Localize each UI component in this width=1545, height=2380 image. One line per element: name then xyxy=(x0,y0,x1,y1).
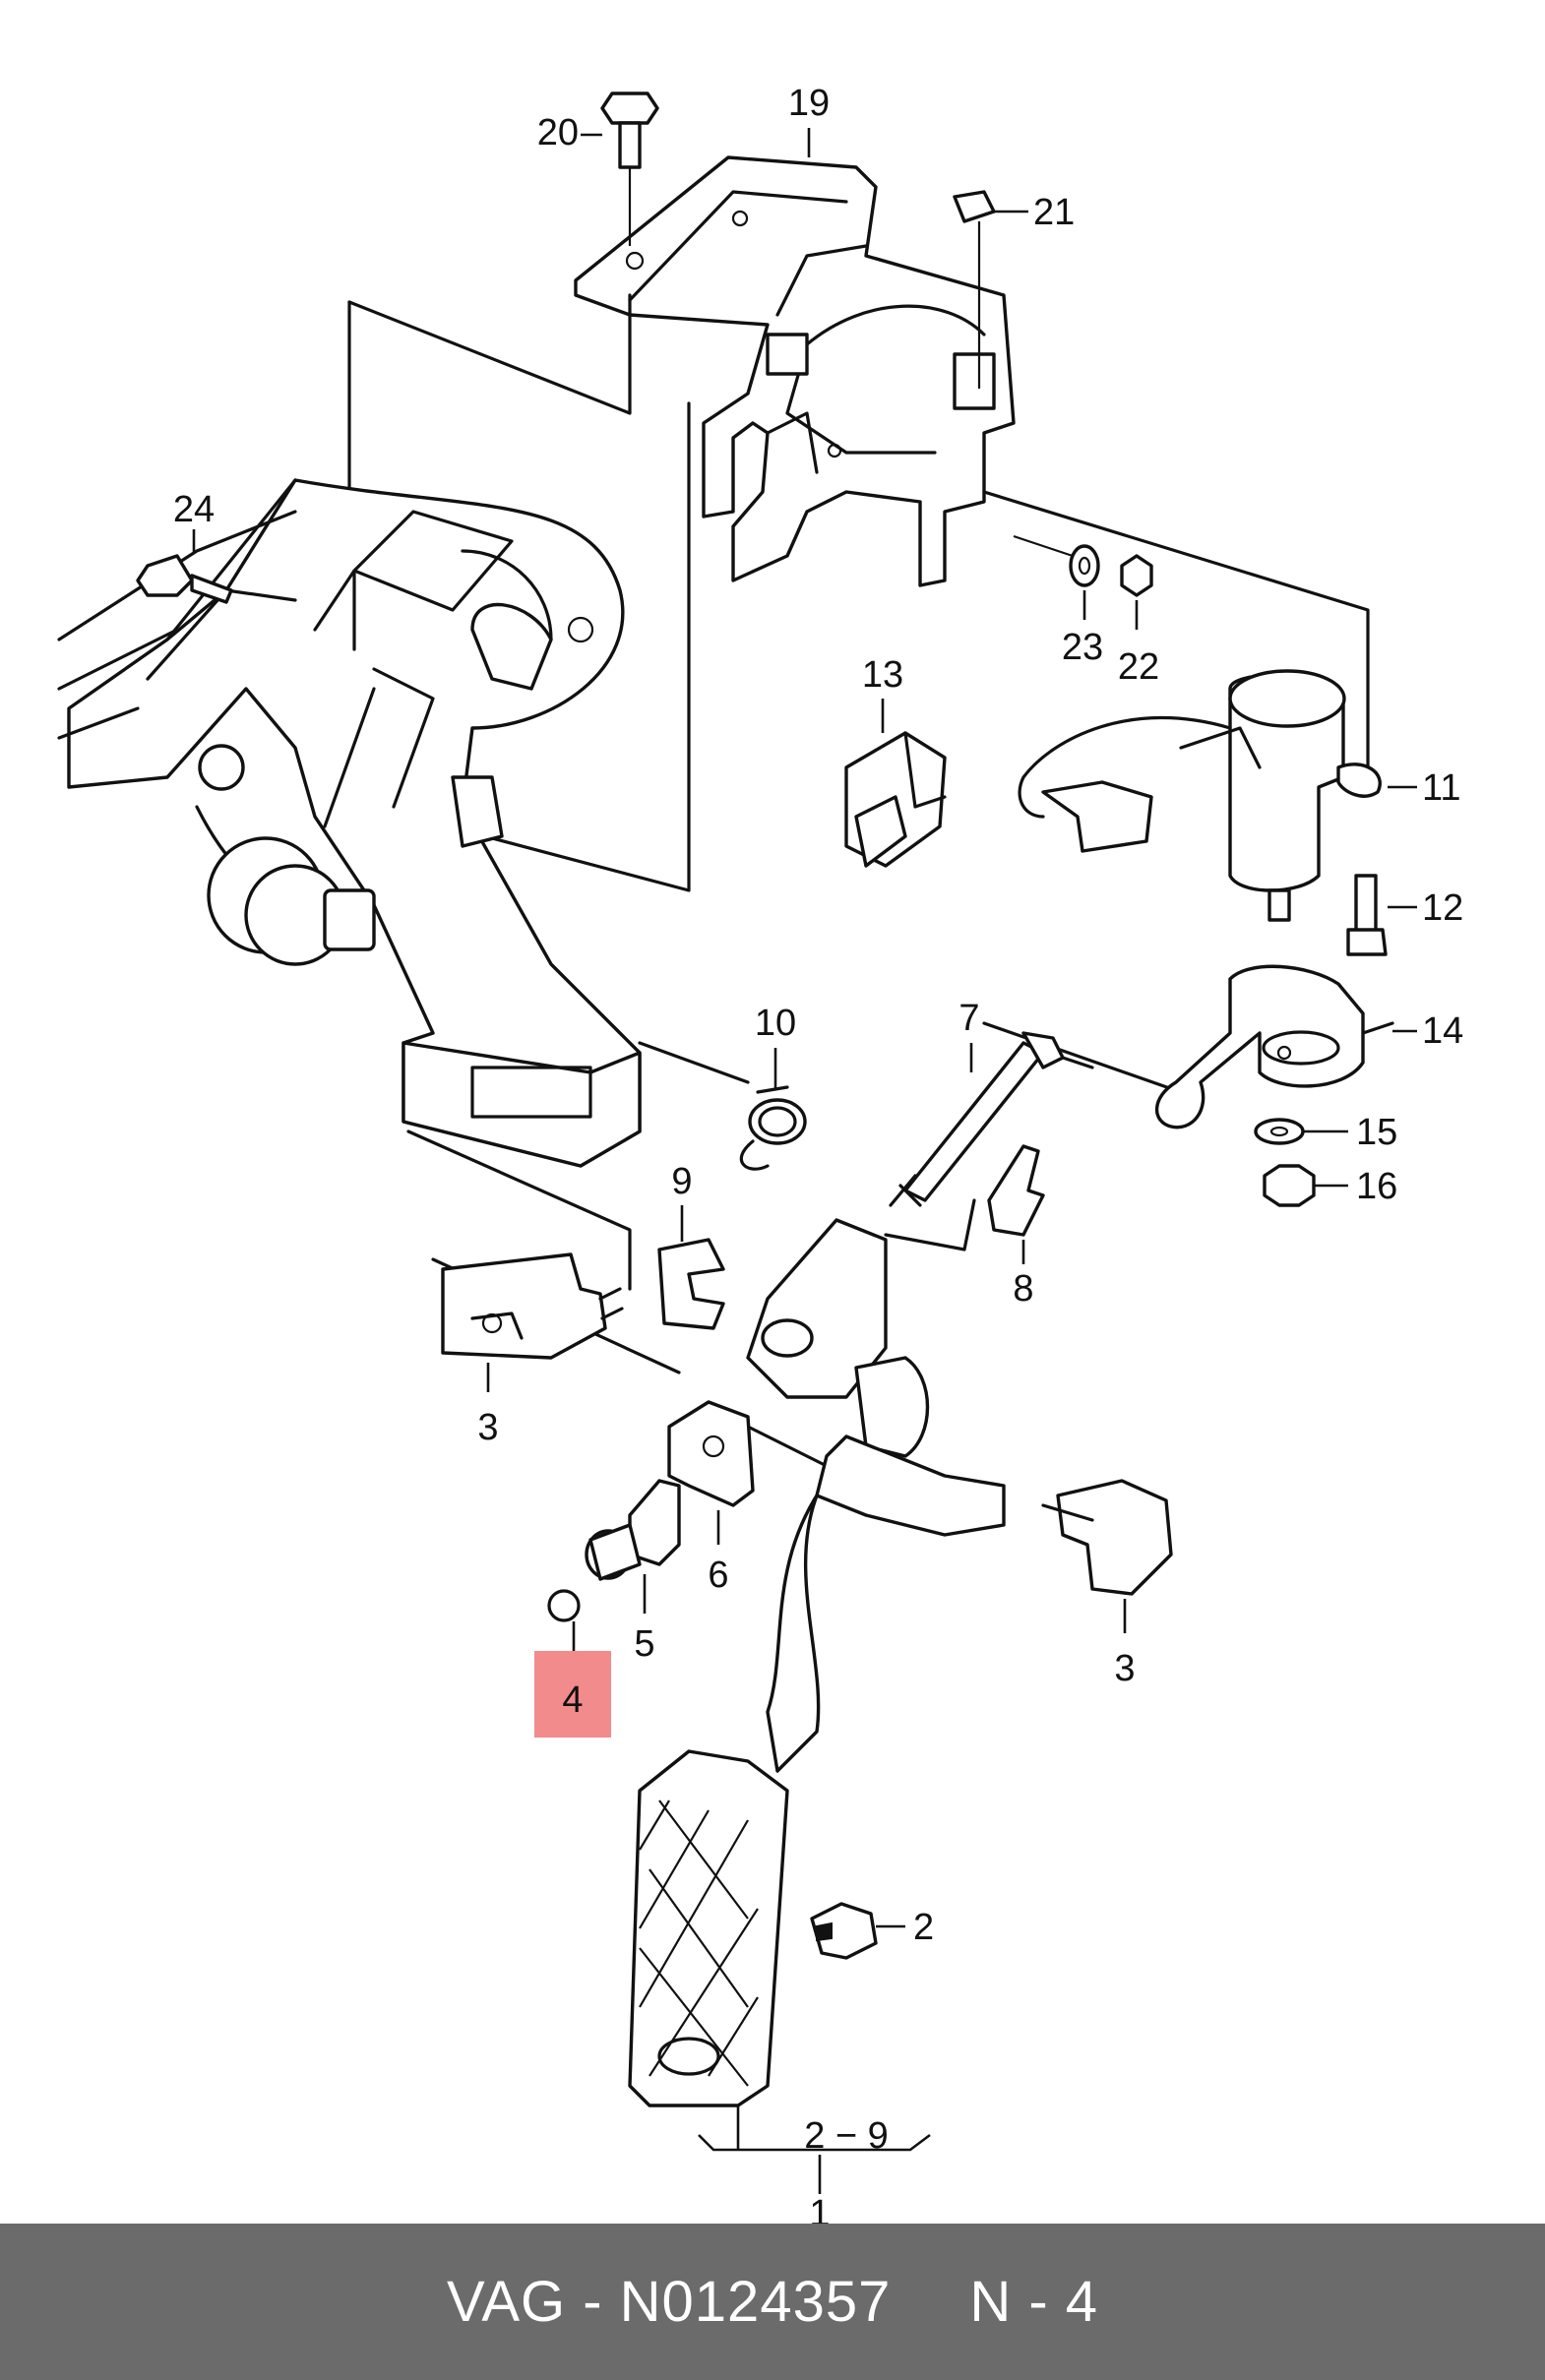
callout-4-highlight xyxy=(534,1651,611,1738)
callout-15: 15 xyxy=(1356,1112,1397,1153)
callout-3-right: 3 xyxy=(1114,1648,1135,1689)
clip-8 xyxy=(987,1144,1045,1237)
washer-nut-15-16 xyxy=(1254,1118,1316,1207)
connector-13 xyxy=(844,731,947,868)
sensor-unit-11 xyxy=(1018,669,1382,922)
footer-part-number: VAG - N0124357 xyxy=(446,2270,892,2334)
callout-13: 13 xyxy=(862,654,903,696)
circlip-4 xyxy=(547,1589,581,1622)
group-bracket-1 xyxy=(698,2105,931,2194)
callout-16: 16 xyxy=(1356,1166,1397,1207)
bolt-12 xyxy=(1346,874,1388,956)
callout-4: 4 xyxy=(562,1679,583,1721)
stop-2 xyxy=(810,1902,878,1960)
callout-23: 23 xyxy=(1062,627,1103,668)
callout-11: 11 xyxy=(1422,767,1460,809)
callout-10: 10 xyxy=(755,1003,796,1044)
lever-14 xyxy=(1154,964,1394,1129)
leader-lines xyxy=(192,128,1417,1928)
clip-9 xyxy=(657,1238,725,1330)
callout-9: 9 xyxy=(671,1161,692,1202)
spring-10 xyxy=(739,1085,807,1171)
callout-2: 2 xyxy=(913,1907,934,1948)
bolt-20 xyxy=(600,92,659,246)
callout-2-9: 2 − 9 xyxy=(804,2115,889,2157)
callout-20: 20 xyxy=(537,112,579,153)
footer-text: VAG - N0124357 N - 4 xyxy=(447,2269,1098,2335)
callout-7: 7 xyxy=(958,998,979,1039)
switch-3-right xyxy=(1041,1479,1173,1596)
callout-5: 5 xyxy=(634,1623,654,1665)
callout-labels: 20 19 21 24 23 22 13 11 12 14 15 16 10 7… xyxy=(173,83,1463,2224)
callout-19: 19 xyxy=(788,83,830,124)
footer-bar: VAG - N0124357 N - 4 xyxy=(0,2224,1545,2380)
switch-3-left xyxy=(441,1252,624,1360)
callout-6: 6 xyxy=(708,1555,728,1596)
pedal-bracket xyxy=(57,478,642,1168)
dashed-guide-lines xyxy=(347,293,1370,1488)
bushing-5 xyxy=(585,1479,681,1581)
accelerator-pedal xyxy=(628,1218,1006,2107)
callout-3-left: 3 xyxy=(477,1407,498,1448)
callout-8: 8 xyxy=(1013,1268,1033,1310)
bolt-24 xyxy=(136,554,233,604)
callout-21: 21 xyxy=(1033,192,1075,233)
footer-position: N - 4 xyxy=(969,2270,1099,2334)
callout-1: 1 xyxy=(809,2193,830,2224)
plate-6 xyxy=(667,1400,755,1507)
clip-21 xyxy=(953,190,996,389)
mounting-bracket xyxy=(574,155,1016,587)
callout-14: 14 xyxy=(1422,1010,1463,1052)
callout-12: 12 xyxy=(1422,887,1463,929)
callout-24: 24 xyxy=(173,489,215,530)
parts-diagram: 20 19 21 24 23 22 13 11 12 14 15 16 10 7… xyxy=(57,83,1463,2224)
callout-22: 22 xyxy=(1118,646,1159,688)
rod-7 xyxy=(889,1031,1094,1207)
nut-washer-22-23 xyxy=(1013,534,1153,597)
